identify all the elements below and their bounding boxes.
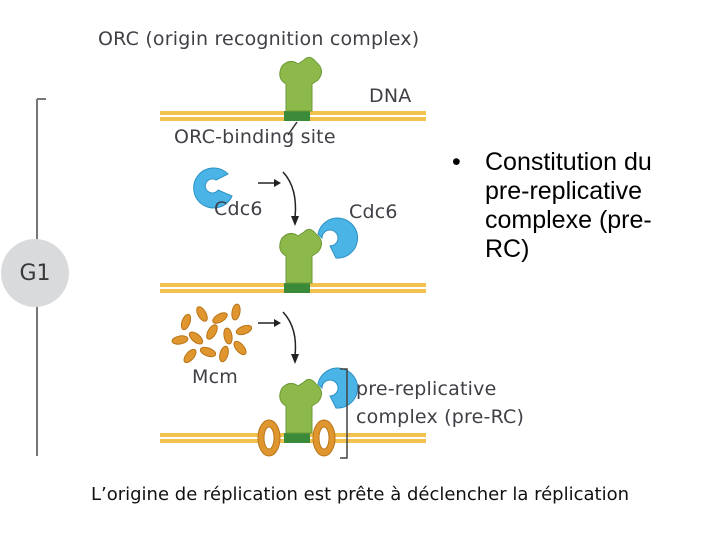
g1-label: G1 (19, 260, 51, 286)
mcm-cluster (171, 303, 253, 364)
bullet-line-1: Constitution du (485, 148, 652, 176)
prerc-bracket (340, 368, 348, 459)
dna-strand-2 (160, 283, 426, 293)
arrow-2-down (282, 311, 297, 357)
bullet-block: • Constitution du pre-replicative comple… (452, 148, 714, 264)
slide-caption: L’origine de réplication est prête à déc… (90, 484, 630, 505)
cdc6-bound-2 (317, 217, 359, 259)
cdc6-free (193, 167, 233, 209)
dna-strand-3 (160, 433, 426, 443)
cdc6-bound-label: Cdc6 (349, 201, 398, 223)
bullet-line-4: RC) (485, 235, 530, 263)
dna-label: DNA (369, 85, 412, 107)
arrow-1-down (282, 171, 297, 219)
cdc6-bound-3 (317, 367, 359, 409)
bullet-dot: • (452, 148, 461, 176)
orc-complex-2 (279, 228, 322, 284)
mcm-ring-right (312, 419, 336, 457)
orc-binding-site-1 (284, 111, 310, 121)
site-pointer (287, 121, 298, 136)
bullet-line-3: complexe (pre- (485, 206, 652, 234)
prerc-label-line1: pre-replicative (356, 378, 497, 400)
orc-complex-3 (279, 378, 322, 434)
orc-title: ORC (origin recognition complex) (98, 28, 420, 50)
mcm-ring-left (257, 419, 281, 457)
prerc-label-line2: complex (pre-RC) (356, 406, 525, 428)
mcm-label: Mcm (192, 366, 238, 388)
orc-binding-site-label: ORC-binding site (174, 126, 336, 148)
g1-phase-badge: G1 (1, 239, 69, 307)
cdc6-free-label: Cdc6 (214, 198, 263, 220)
bullet-line-2: pre-replicative (485, 177, 643, 205)
orc-complex-1 (279, 56, 322, 112)
dna-strand-1 (160, 111, 426, 121)
